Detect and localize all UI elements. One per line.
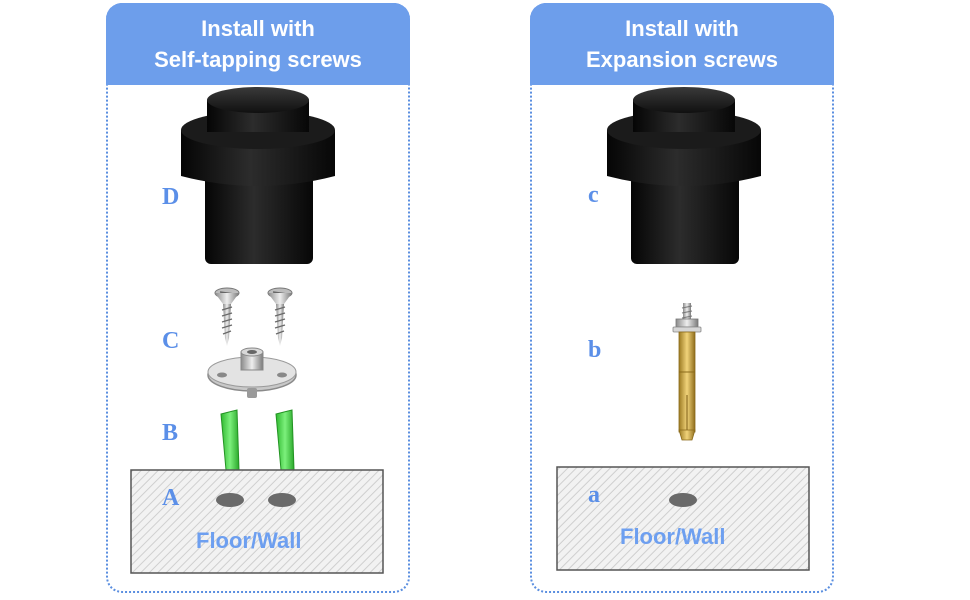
door-stopper-right: [607, 87, 761, 264]
self-tapping-title-line1: Install with: [201, 16, 315, 41]
self-tapping-title-line2: Self-tapping screws: [154, 47, 362, 72]
step-label-c: c: [588, 182, 599, 208]
floor-wall-label-right: Floor/Wall: [620, 524, 726, 549]
step-label-A: A: [162, 485, 180, 511]
step-label-B: B: [162, 420, 179, 446]
step-label-C: C: [162, 328, 180, 354]
floor-wall-label-left: Floor/Wall: [196, 528, 302, 553]
expansion-header: Install with Expansion screws: [530, 3, 834, 85]
self-tapping-screw-1: [214, 287, 240, 346]
step-label-D: D: [162, 184, 180, 210]
mounting-plate: [207, 347, 297, 398]
floor-wall-block-right: [556, 466, 810, 571]
plastic-anchor-2: [275, 409, 295, 476]
self-tapping-header: Install with Self-tapping screws: [106, 3, 410, 85]
step-label-a: a: [588, 482, 600, 508]
door-stopper-left: [181, 87, 335, 264]
expansion-title-line1: Install with: [625, 16, 739, 41]
expansion-title-line2: Expansion screws: [586, 47, 778, 72]
floor-wall-block-left: [130, 469, 384, 574]
expansion-bolt: [672, 303, 702, 441]
self-tapping-screw-2: [267, 287, 293, 346]
plastic-anchor-1: [220, 409, 240, 476]
step-label-b: b: [588, 337, 602, 363]
